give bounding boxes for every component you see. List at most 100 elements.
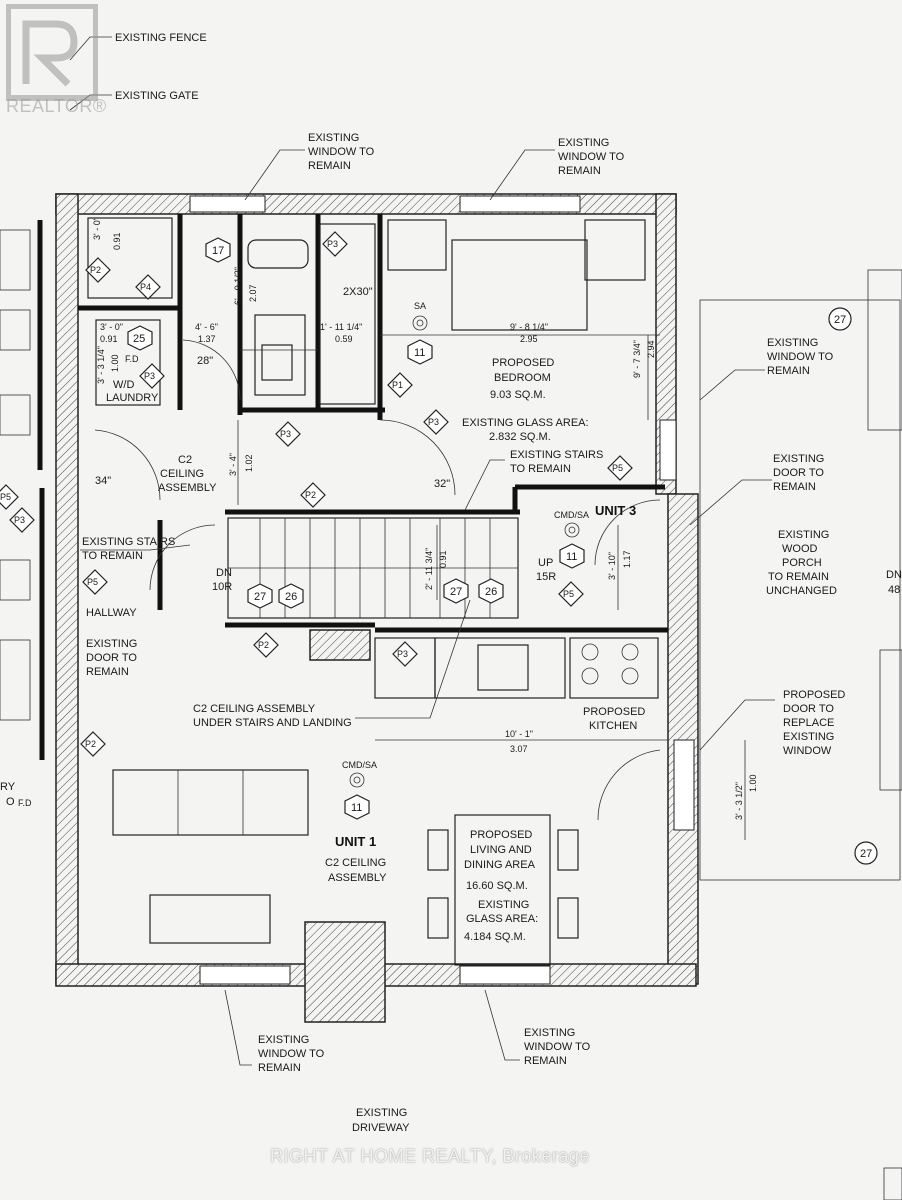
tag-p3-left: P3 <box>14 515 25 525</box>
tag-p3-c: P3 <box>428 417 439 427</box>
label-c2-top-3: ASSEMBLY <box>158 482 217 494</box>
label-stairs-left-1: EXISTING STAIRS <box>82 536 175 548</box>
dim-3-3-14: 3' - 3 1/4" <box>96 346 106 384</box>
porch-area <box>699 269 902 881</box>
label-swing-28: 28" <box>197 355 213 367</box>
label-porch-1: EXISTING <box>778 529 829 541</box>
label-c2-top-1: C2 <box>178 454 192 466</box>
dim-0-91-mid: 0.91 <box>100 334 118 344</box>
label-2x30: 2X30" <box>343 286 373 298</box>
label-door-right-1: EXISTING <box>773 453 824 465</box>
label-win-right-2: WINDOW TO <box>767 351 834 363</box>
dim-9-7-34: 9' - 7 3/4" <box>632 340 642 378</box>
dim-4-6: 4' - 6" <box>195 322 218 332</box>
realtor-watermark-text: REALTOR® <box>6 96 107 116</box>
label-win-top-right-2: WINDOW TO <box>558 151 625 163</box>
windows <box>189 195 695 985</box>
tag-p5-a: P5 <box>612 463 623 473</box>
label-win-top-right-1: EXISTING <box>558 137 609 149</box>
tag-27-porch-bottom: 27 <box>860 848 872 860</box>
label-bedroom-glass: EXISTING GLASS AREA: <box>462 417 589 429</box>
label-laundry-2: LAUNDRY <box>106 392 159 404</box>
tag-27-right: 27 <box>450 586 462 598</box>
dim-3-10: 3' - 10" <box>607 552 617 580</box>
tag-11-unit1: 11 <box>351 802 362 814</box>
dim-3-4: 3' - 4" <box>228 453 238 476</box>
label-win-right-3: REMAIN <box>767 365 810 377</box>
dim-1-02: 1.02 <box>244 454 254 472</box>
label-dn-count: 10R <box>212 581 232 593</box>
tag-p2-a: P2 <box>90 265 101 275</box>
label-win-top-left-2: WINDOW TO <box>308 146 375 158</box>
label-sa: SA <box>414 301 426 311</box>
label-existing-fence: EXISTING FENCE <box>115 32 207 44</box>
label-living-5: EXISTING <box>478 899 529 911</box>
label-laundry-fd: F.D <box>125 354 139 364</box>
tag-p5-c: P5 <box>87 577 98 587</box>
label-living-7: 4.184 SQ.M. <box>464 931 526 943</box>
label-proposed-door-2: DOOR TO <box>783 703 834 715</box>
dim-3-0-mid: 3' - 0" <box>100 322 123 332</box>
tag-27-porch-top: 27 <box>834 314 846 326</box>
tag-17: 17 <box>212 245 224 257</box>
label-hallway: HALLWAY <box>86 607 137 619</box>
tag-25: 25 <box>133 333 145 345</box>
label-door-left-1: EXISTING <box>86 638 137 650</box>
label-c2-top-2: CEILING <box>160 468 204 480</box>
corner-fragment <box>883 1167 902 1200</box>
label-living-4: 16.60 SQ.M. <box>466 880 528 892</box>
label-right-partial-1: DN <box>886 569 902 581</box>
dim-1-17: 1.17 <box>622 550 632 568</box>
label-right-partial-2: 48 <box>888 584 900 596</box>
label-proposed-door-5: WINDOW <box>783 745 832 757</box>
door-swings <box>94 339 661 821</box>
dim-3-0-top: 3' - 0" <box>92 217 102 240</box>
tag-17-marker <box>205 237 231 263</box>
label-proposed-door-3: REPLACE <box>783 717 834 729</box>
label-stairs-left-2: TO REMAIN <box>82 550 143 562</box>
tag-26-left: 26 <box>285 591 297 603</box>
brokerage-watermark: RIGHT AT HOME REALTY, Brokerage <box>270 1146 590 1166</box>
tag-p5-b: P5 <box>563 589 574 599</box>
label-porch-2: WOOD <box>782 543 817 555</box>
dim-1-00-right: 1.00 <box>748 774 758 792</box>
label-win-bottom-left-1: EXISTING <box>258 1034 309 1046</box>
tag-p3-d: P3 <box>280 429 291 439</box>
label-left-partial-3: F.D <box>18 798 32 808</box>
dim-2-94: 2.94 <box>646 340 656 358</box>
tag-26-right: 26 <box>485 586 497 598</box>
dim-3-07: 3.07 <box>510 744 528 754</box>
label-win-bottom-left-3: REMAIN <box>258 1062 301 1074</box>
dim-1-37: 1.37 <box>198 334 216 344</box>
label-left-partial-1: RY <box>0 781 16 793</box>
label-up-count: 15R <box>536 571 556 583</box>
label-stairs-top-2: TO REMAIN <box>510 463 571 475</box>
tag-p3-e: P3 <box>397 649 408 659</box>
dim-9-8-14: 9' - 8 1/4" <box>510 322 548 332</box>
label-existing-gate: EXISTING GATE <box>115 90 199 102</box>
tag-11-bedroom: 11 <box>414 347 425 359</box>
tag-p2-b: P2 <box>305 490 316 500</box>
tag-p3-a: P3 <box>144 371 155 381</box>
dim-10-1: 10' - 1" <box>505 729 533 739</box>
label-win-bottom-right-1: EXISTING <box>524 1027 575 1039</box>
label-bedroom-3: 9.03 SQ.M. <box>490 389 546 401</box>
tag-p1: P1 <box>392 380 403 390</box>
label-c2-bottom-2: ASSEMBLY <box>328 872 387 884</box>
tag-p5-left: P5 <box>0 492 11 502</box>
adjacent-unit-partial <box>0 220 45 760</box>
label-cmd-sa-unit1: CMD/SA <box>342 760 377 770</box>
label-unit1: UNIT 1 <box>335 834 376 849</box>
label-win-right-1: EXISTING <box>767 337 818 349</box>
label-door-right-3: REMAIN <box>773 481 816 493</box>
dim-3-3-12: 3' - 3 1/2" <box>734 782 744 820</box>
dim-6-9-12: 6' - 9 1/2" <box>233 267 243 305</box>
dim-2-11-34: 2' - 11 3/4" <box>424 548 434 590</box>
label-bedroom-glass-val: 2.832 SQ.M. <box>489 431 551 443</box>
label-laundry-1: W/D <box>113 379 134 391</box>
dim-2-95: 2.95 <box>520 334 538 344</box>
dim-0-91-top: 0.91 <box>112 232 122 250</box>
label-win-top-left-3: REMAIN <box>308 160 351 172</box>
label-door-left-3: REMAIN <box>86 666 129 678</box>
